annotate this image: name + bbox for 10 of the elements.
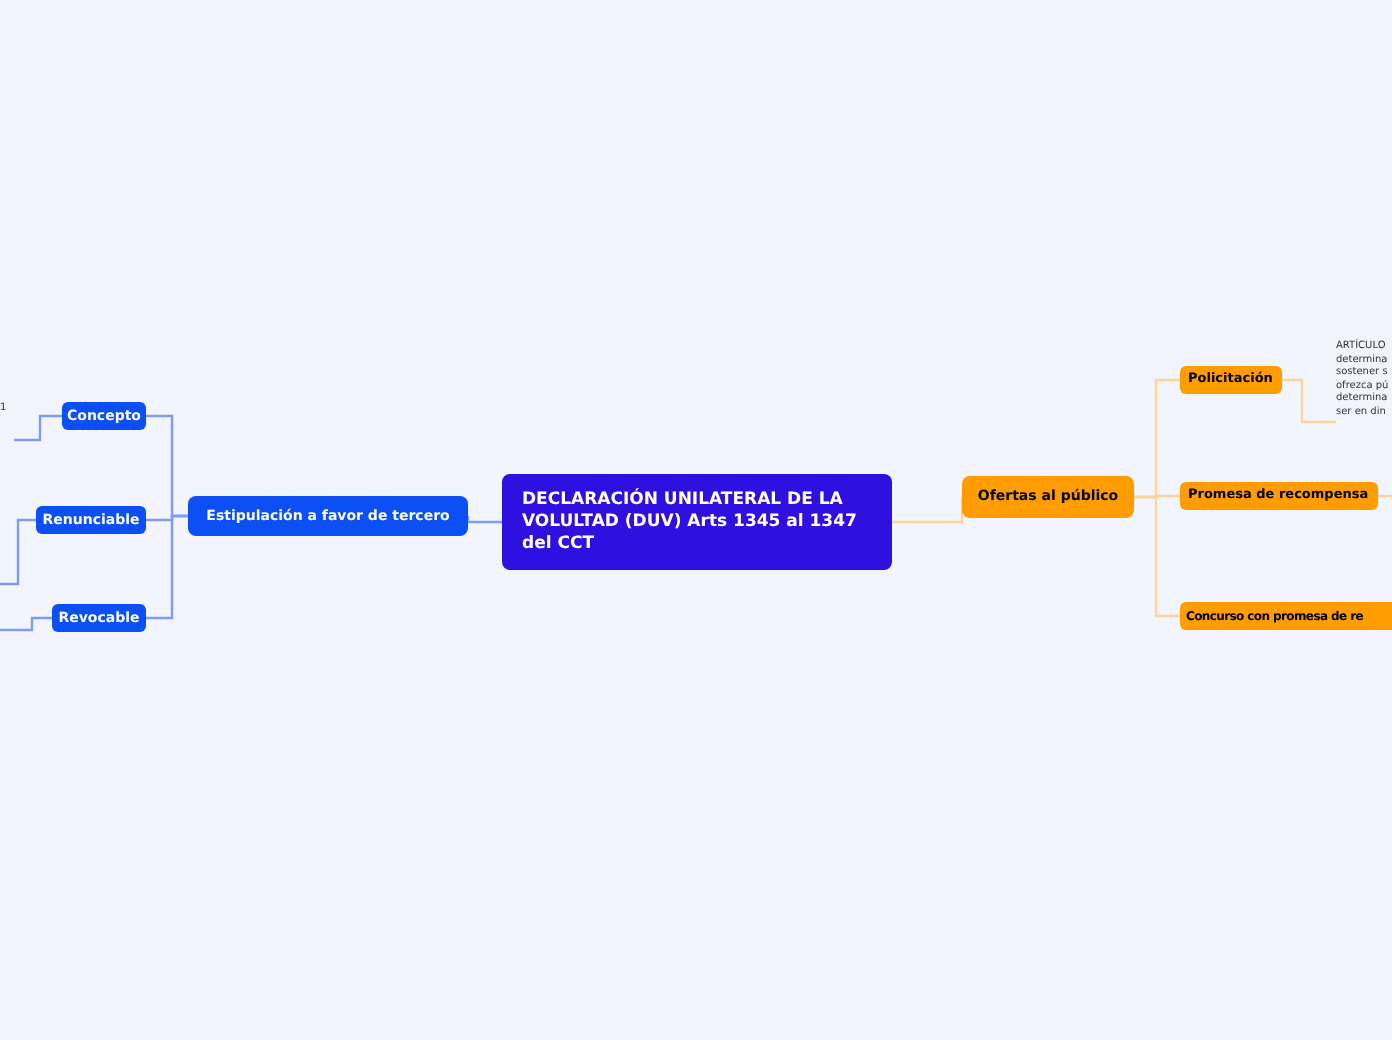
connector-line (146, 514, 188, 620)
connector-line (1378, 494, 1392, 498)
connector-line (892, 495, 964, 524)
connector-line (14, 414, 62, 442)
connector-line (1282, 378, 1336, 424)
connector-line (0, 616, 52, 632)
connector-line (0, 518, 36, 586)
connector-line (466, 514, 502, 524)
topic-box: DECLARACIÓN UNILATERAL DE LA VOLULTAD (DUV) Arts 1345 al 1347 del CCT (502, 474, 892, 570)
connector-line (1134, 495, 1180, 618)
